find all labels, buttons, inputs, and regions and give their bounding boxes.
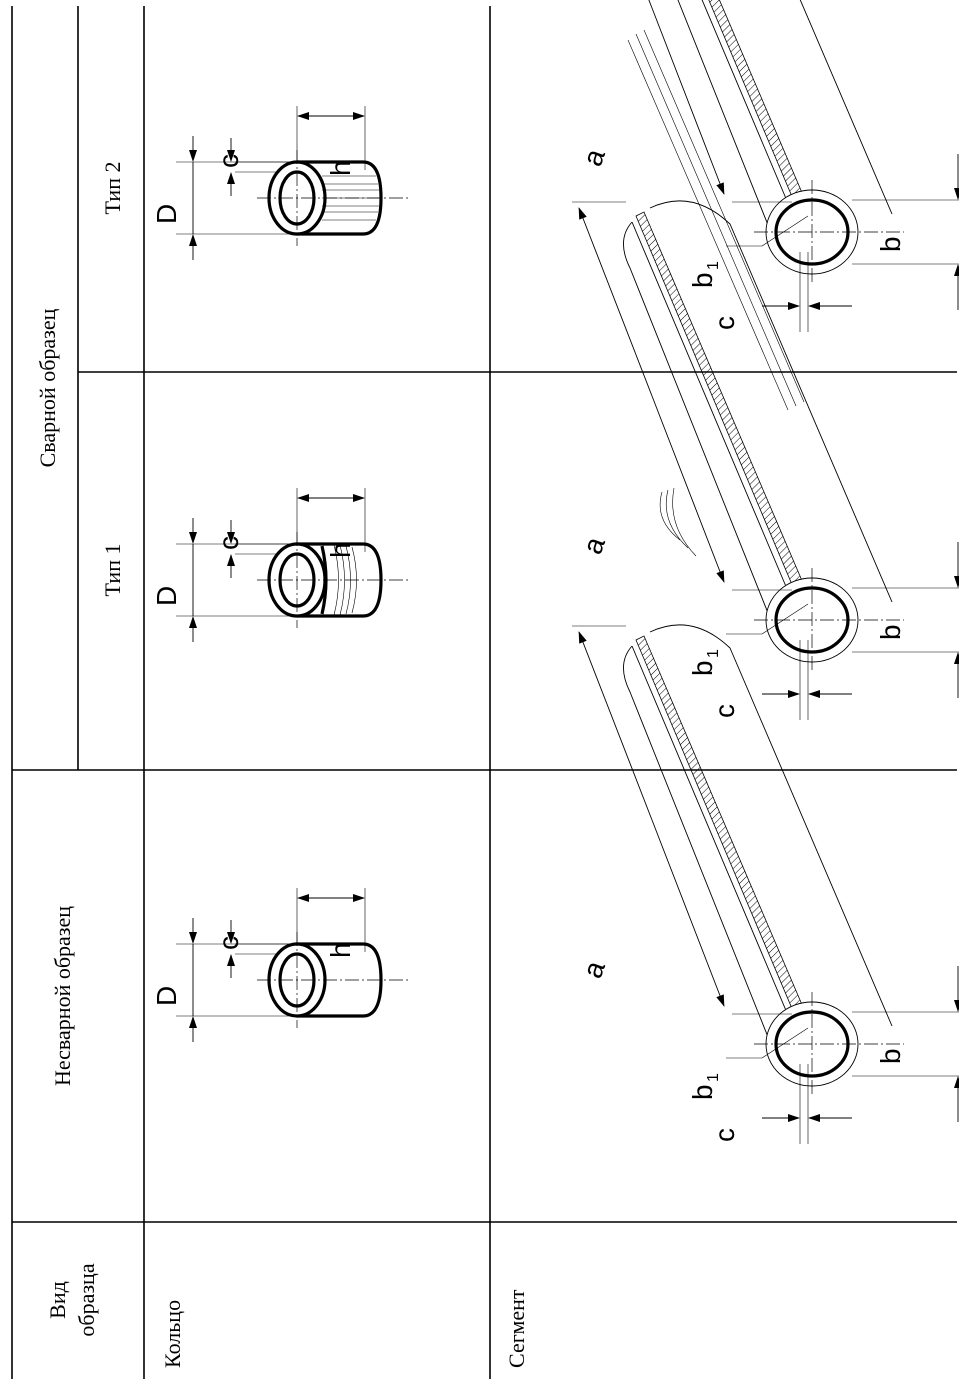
header-unwelded: Несварной образец xyxy=(50,906,75,1086)
dim-D: D xyxy=(151,586,182,606)
dim-b1: b xyxy=(687,272,718,288)
ring-specimen-drawing-unwelded xyxy=(176,888,409,1042)
header-welded-type2: Тип 2 xyxy=(100,162,125,215)
dim-b1-subscript: 1 xyxy=(705,1073,722,1082)
dim-b: b xyxy=(875,236,906,252)
segment-specimen-drawing-unwelded xyxy=(572,625,959,1144)
dim-c-segment: c xyxy=(709,1128,740,1142)
dim-b1-subscript: 1 xyxy=(705,261,722,270)
dim-a: a xyxy=(577,532,612,558)
segment-specimen-drawing-type2 xyxy=(572,0,959,411)
dim-b: b xyxy=(875,1048,906,1064)
ring-dim-labels-unwelded: D c h xyxy=(151,936,356,1006)
row-label-ring: Кольцо xyxy=(160,1300,185,1368)
dim-b1-subscript: 1 xyxy=(705,649,722,658)
segment-dim-labels-type2: a b b 1 c xyxy=(577,144,906,330)
dim-a: a xyxy=(577,956,612,982)
ring-dim-labels-type1: D c h xyxy=(151,536,356,606)
ring-specimen-drawing-type2 xyxy=(176,106,409,260)
dim-a: a xyxy=(577,144,612,170)
dim-D: D xyxy=(151,204,182,224)
table-grid xyxy=(11,6,957,1379)
segment-specimen-drawing-type1 xyxy=(572,201,959,720)
dim-c-segment: c xyxy=(709,704,740,718)
dim-h: h xyxy=(325,542,356,558)
dim-b1: b xyxy=(687,1084,718,1100)
dim-h: h xyxy=(325,160,356,176)
dim-c: c xyxy=(213,536,244,550)
dim-b: b xyxy=(875,624,906,640)
row-label-segment: Сегмент xyxy=(504,1289,529,1368)
dim-c: c xyxy=(213,936,244,950)
header-specimen-type-line2: образца xyxy=(74,1263,99,1336)
dim-b1: b xyxy=(687,660,718,676)
dim-D: D xyxy=(151,986,182,1006)
header-specimen-type-line1: Вид xyxy=(45,1281,70,1319)
dim-c-segment: c xyxy=(709,316,740,330)
header-welded-type1: Тип 1 xyxy=(100,544,125,597)
header-welded: Сварной образец xyxy=(35,308,60,467)
segment-dim-labels-type1: a b b 1 c xyxy=(577,532,906,718)
ring-dim-labels-type2: D c h xyxy=(151,154,356,224)
dim-c: c xyxy=(213,154,244,168)
ring-specimen-drawing-type1 xyxy=(176,488,409,642)
dim-h: h xyxy=(325,942,356,958)
